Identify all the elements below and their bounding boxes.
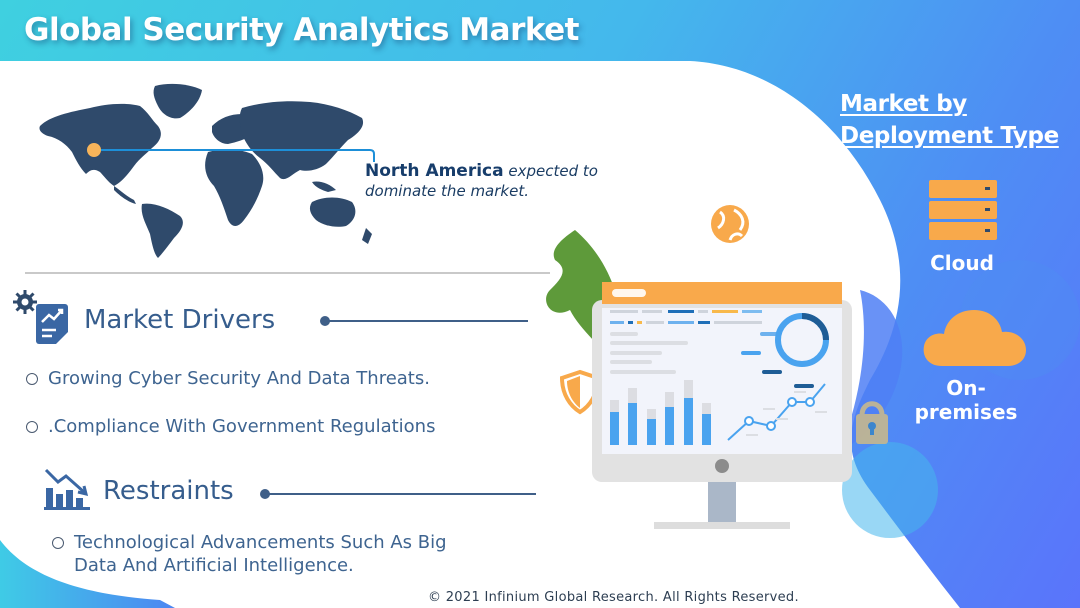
- dashboard-monitor-icon: [592, 282, 852, 529]
- restraints-connector-line: [260, 489, 536, 499]
- gear-icon: [13, 290, 37, 314]
- copyright-footer: © 2021 Infinium Global Research. All Rig…: [428, 590, 799, 605]
- north-america-marker: [87, 143, 101, 157]
- map-callout: North America expected to dominate the m…: [365, 161, 645, 201]
- world-map-icon: [39, 83, 375, 258]
- deployment-heading-line2: Deployment Type: [840, 123, 1059, 149]
- declining-bar-chart-icon: [44, 466, 92, 515]
- server-stack-icon: [928, 178, 1000, 247]
- section-divider: [25, 272, 550, 274]
- padlock-icon: [856, 401, 888, 444]
- market-drivers-icon: [12, 288, 72, 353]
- driver-item: Growing Cyber Security And Data Threats.: [26, 367, 430, 390]
- page-title: Global Security Analytics Market: [24, 12, 580, 48]
- market-drivers-title: Market Drivers: [84, 305, 276, 335]
- cloud-icon: [920, 306, 1028, 373]
- deployment-type-cloud: Cloud: [930, 251, 994, 275]
- bullet-circle-icon: [26, 421, 38, 433]
- callout-text-line1: expected to: [508, 162, 598, 180]
- bullet-circle-icon: [26, 373, 38, 385]
- restraint-item: Technological Advancements Such As Big D…: [52, 531, 447, 577]
- callout-region: North America: [365, 161, 504, 181]
- restraints-title: Restraints: [103, 476, 234, 506]
- deployment-type-on-premises: On-premises: [914, 376, 1018, 424]
- deployment-heading: Market by Deployment Type: [840, 88, 1070, 152]
- globe-icon: [711, 205, 749, 243]
- world-map: [30, 78, 375, 258]
- deployment-heading-line1: Market by: [840, 91, 967, 117]
- dashboard-illustration: [520, 200, 900, 545]
- bullet-circle-icon: [52, 537, 64, 549]
- drivers-connector-line: [320, 316, 528, 326]
- driver-item: .Compliance With Government Regulations: [26, 415, 435, 438]
- callout-text-line2: dominate the market.: [365, 182, 529, 200]
